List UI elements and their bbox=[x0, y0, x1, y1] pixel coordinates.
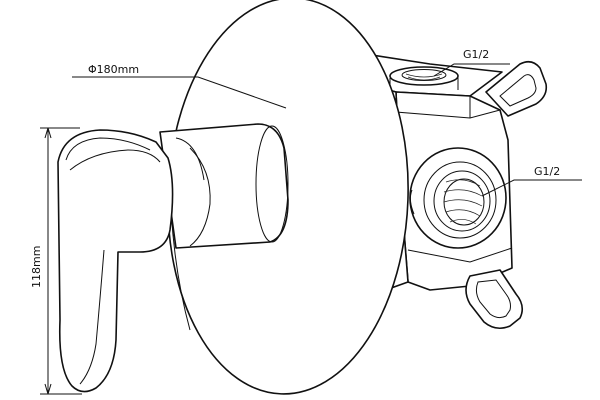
mounting-bracket-top bbox=[485, 60, 548, 117]
leader-thread-side: G1/2 bbox=[481, 165, 582, 197]
leader-thread-top: G1/2 bbox=[433, 48, 510, 77]
thread-side-label: G1/2 bbox=[534, 165, 560, 178]
side-port bbox=[409, 147, 507, 249]
dimension-diameter: Φ180mm bbox=[72, 63, 287, 109]
handle-stem bbox=[159, 123, 289, 249]
diameter-label: Φ180mm bbox=[88, 63, 139, 76]
mounting-bracket-bottom bbox=[465, 269, 524, 330]
dimension-height: 118mm bbox=[30, 127, 82, 395]
thread-top-label: G1/2 bbox=[463, 48, 489, 61]
lever-handle bbox=[57, 129, 174, 393]
height-label: 118mm bbox=[30, 246, 43, 288]
